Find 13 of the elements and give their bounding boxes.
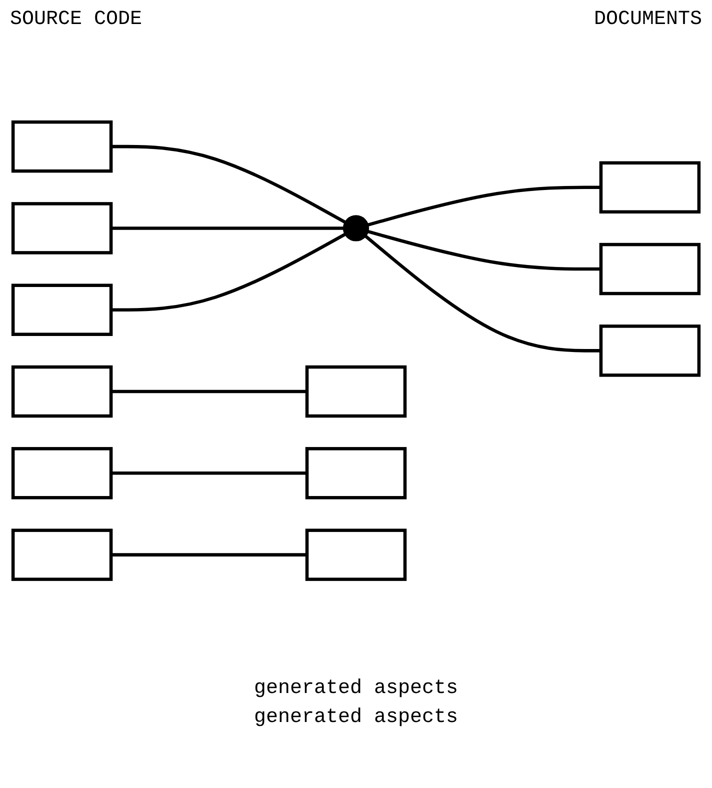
connector [111,390,307,394]
column-heading: DOCUMENTS [594,8,702,31]
connector [111,233,346,312]
connector [111,472,307,476]
connector [367,186,601,227]
connector [367,230,601,271]
caption-text: generated aspects [252,677,460,700]
connector [111,554,307,557]
connector [111,226,344,230]
caption-text: generated aspects [252,706,460,729]
column-heading: SOURCE CODE [10,8,142,31]
connector [111,145,346,224]
connector [364,235,601,353]
